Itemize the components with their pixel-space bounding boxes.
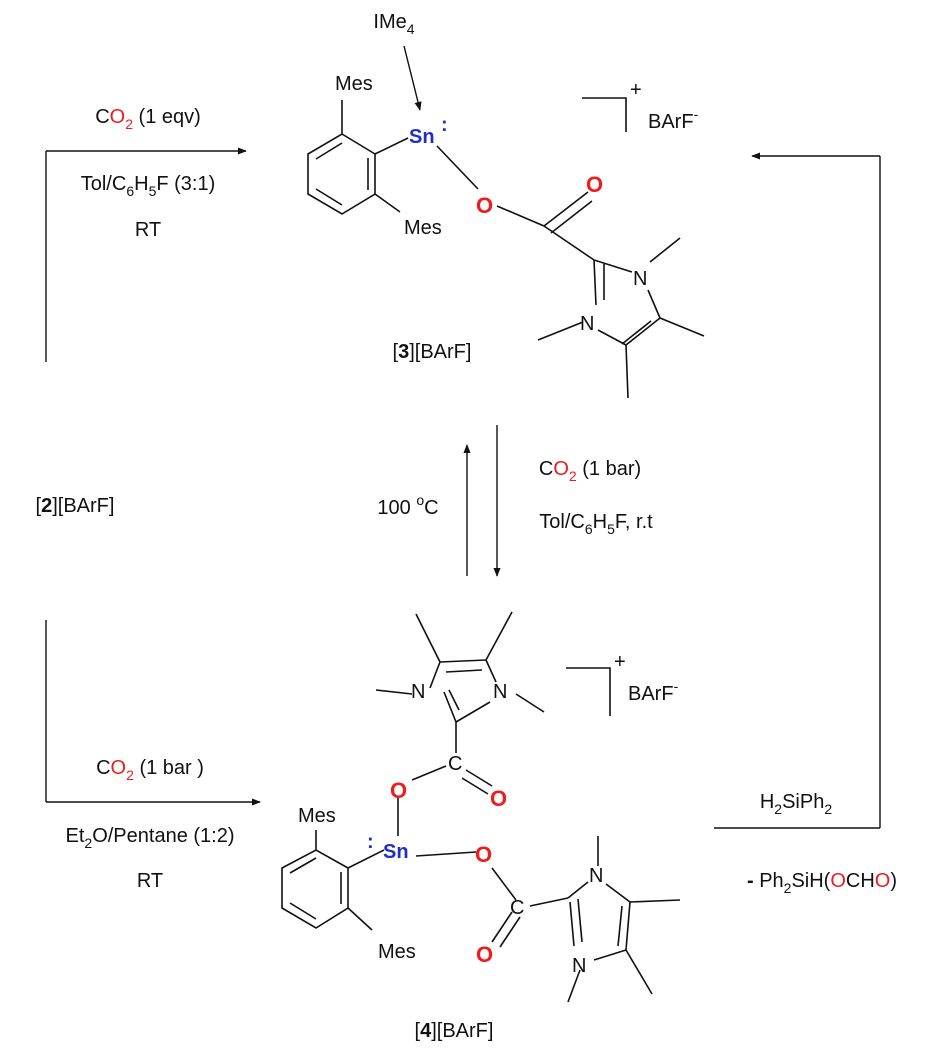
charge-plus-3: + [630,79,642,101]
nitrogen-atom-4b: N [493,681,507,703]
middle-right-condition-line1: CO2 (1 bar) [539,458,641,484]
charge-plus-4: + [614,651,626,673]
oxygen-atom-4d: O [476,942,493,967]
equilibrium-arrows [463,425,501,577]
oxygen-atom-4a: O [390,778,407,803]
top-left-condition-line2: Tol/C6H5F (3:1) [81,173,216,199]
ime4-arrow [403,45,422,111]
top-left-condition-line3: RT [135,219,161,241]
bottom-left-condition-line2: Et2O/Pentane (1:2) [65,825,234,851]
nitrogen-atom-4c: N [589,865,603,887]
counter-ion-4: BArF- [628,678,679,705]
mes-label-3-top: Mes [335,73,373,95]
left-bottom-bracket-arrow [45,620,261,806]
bottom-left-condition-line3: RT [137,870,163,892]
nitrogen-atom-3a: N [633,268,647,290]
right-condition-line2: - Ph2SiH(OCHO) [747,870,897,896]
tin-atom-3: Sn [409,126,435,148]
oxygen-atom-4b: O [490,786,507,811]
oxygen-atom-3b: O [586,172,603,197]
left-top-bracket-arrow [45,147,247,362]
counter-ion-3: BArF- [648,106,699,133]
middle-right-condition-line2: Tol/C6H5F, r.t [539,511,653,537]
oxygen-atom-4c: O [475,842,492,867]
mes-label-4-top: Mes [298,805,336,827]
nitrogen-atom-4a: N [411,681,425,703]
carbon-atom-4a: C [448,753,462,775]
mes-label-3-bottom: Mes [404,217,442,239]
counter-ion-bracket-4 [566,667,611,716]
benzene-ring-4 [281,849,349,929]
compound-2-label: [2][BArF] [36,495,115,517]
middle-left-condition: 100 oC [377,492,438,519]
right-condition-line1: H2SiPh2 [760,791,833,817]
carbon-atom-4b: C [510,897,524,919]
lone-pair-3: : [441,114,448,136]
ime4-label: IMe4 [373,11,414,37]
counter-ion-bracket-3 [582,97,627,132]
nitrogen-atom-3b: N [580,313,594,335]
bottom-left-condition-line1: CO2 (1 bar ) [96,757,204,783]
right-loop-arrow [714,152,881,829]
mes-label-4-bottom: Mes [378,941,416,963]
compound-4-structure [281,611,681,1003]
compound-3-structure [307,100,705,399]
tin-atom-4: Sn [383,841,409,863]
compound-4-label: [4][BArF] [415,1020,494,1042]
compound-3-label: [3][BArF] [393,341,472,363]
benzene-ring-3 [307,133,376,215]
top-left-condition-line1: CO2 (1 eqv) [95,106,201,132]
oxygen-atom-3a: O [476,193,493,218]
lone-pair-4: : [367,831,374,853]
nitrogen-atom-4d: N [572,955,586,977]
